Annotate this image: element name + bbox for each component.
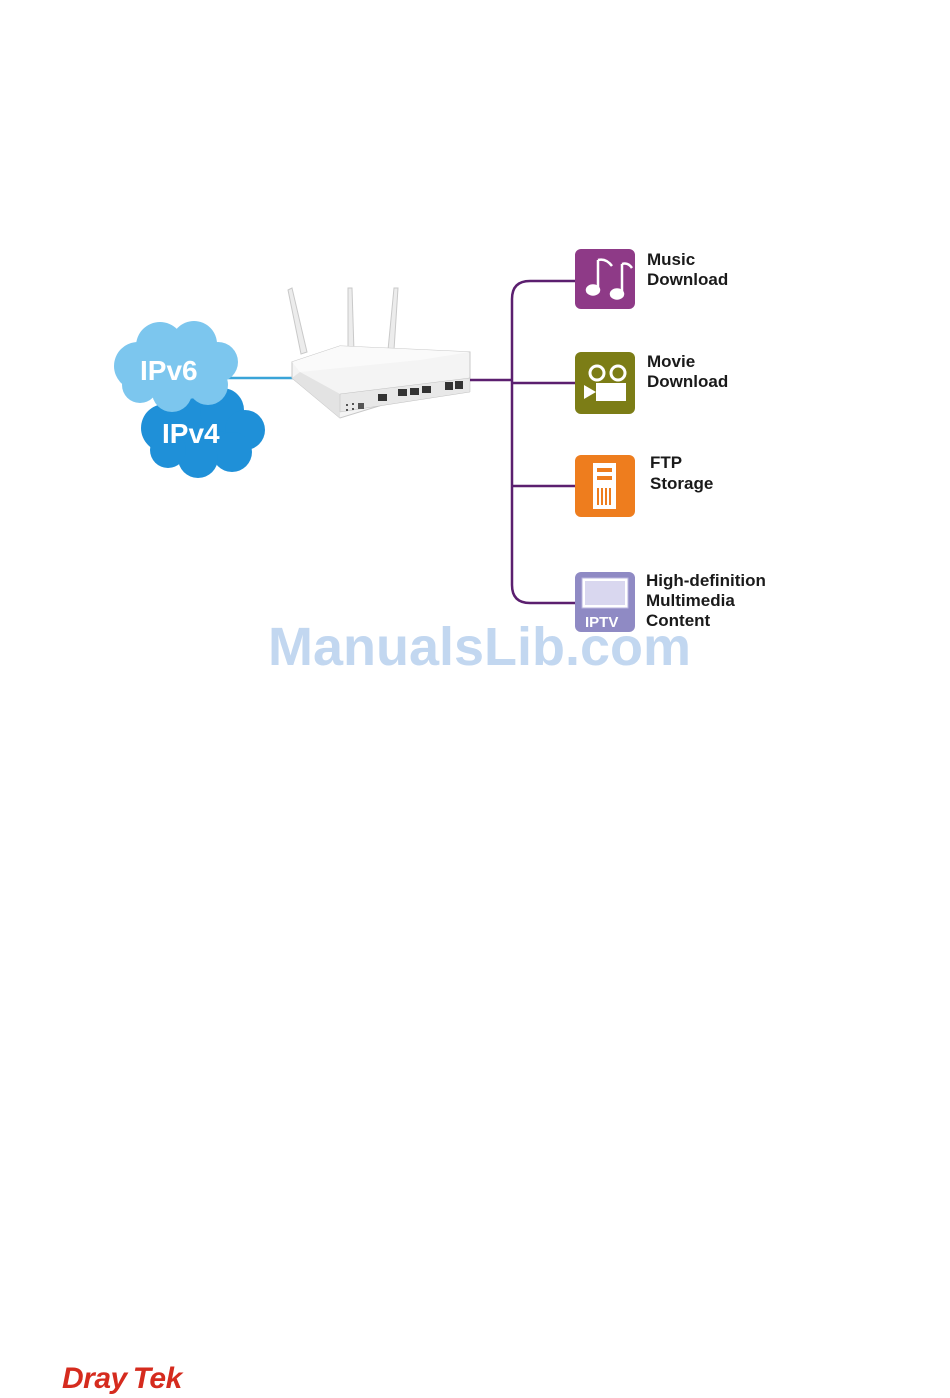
service-ftp-label-line2: Storage [650,474,713,493]
watermark-text: ManualsLib.com [268,616,708,678]
service-movie-label-line2: Download [647,372,728,391]
ipv6-cloud: IPv6 [114,321,238,412]
service-music-label-line1: Music [647,250,695,269]
service-ftp-label-line1: FTP [650,453,682,472]
network-diagram: IPv4 IPv6 [0,0,950,700]
logo-part-dray: Dray [62,1362,127,1395]
branch-tree-line [512,281,575,603]
service-ftp-storage: FTP Storage [575,453,713,517]
service-music-label-line2: Download [647,270,728,289]
music-icon-tile [575,249,635,309]
ipv4-label: IPv4 [162,418,220,449]
service-iptv-label-line1: High-definition [646,571,766,590]
iptv-screen-icon [582,578,628,608]
service-iptv-label-line2: Multimedia [646,591,735,610]
router-image [288,288,470,418]
service-movie-label-line1: Movie [647,352,695,371]
service-music-download: Music Download [575,249,728,309]
router-antennas [288,288,398,354]
server-tower-icon [593,463,616,509]
logo-part-tek: Tek [133,1362,182,1395]
service-movie-download: Movie Download [575,352,728,414]
ipv6-label: IPv6 [140,355,198,386]
